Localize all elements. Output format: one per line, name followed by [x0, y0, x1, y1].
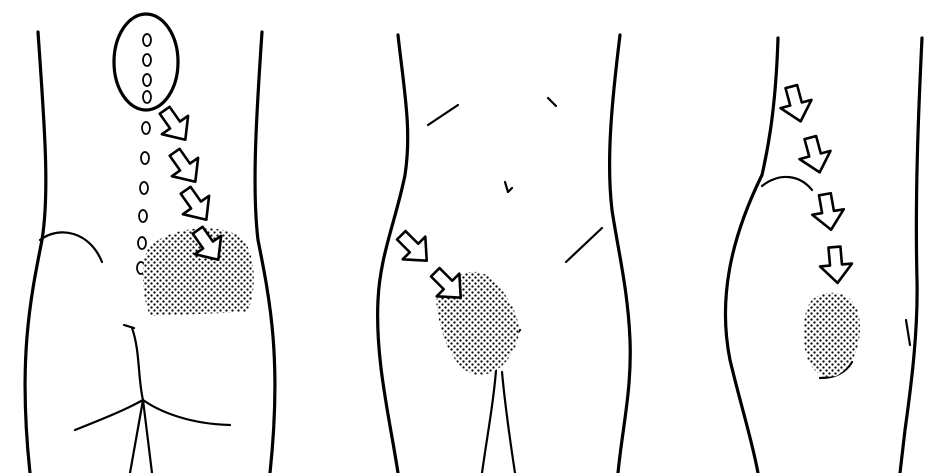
vertebra — [143, 74, 151, 86]
pain-radiation-arrow-icon — [390, 224, 438, 272]
side-thigh-mark — [906, 320, 910, 345]
front-radiation-arrows — [390, 224, 472, 309]
front-view-panel — [378, 35, 631, 473]
side-buttock-curve — [762, 177, 812, 190]
side-front-outline — [900, 38, 922, 473]
sacral-mark — [124, 325, 134, 328]
pain-radiation-arrow-icon — [776, 82, 816, 125]
front-right-body-outline — [610, 35, 631, 473]
front-inguinal-line-left — [428, 105, 458, 125]
buttocks-line — [75, 400, 230, 430]
pain-radiation-arrow-icon — [173, 181, 220, 229]
side-view-panel — [725, 38, 922, 473]
navel-mark — [505, 182, 512, 192]
pain-radiation-arrow-icon — [818, 246, 853, 285]
back-left-body-outline — [25, 32, 46, 473]
pain-radiation-arrow-icon — [809, 191, 847, 232]
vertebra — [143, 54, 151, 66]
vertebra — [138, 237, 146, 249]
front-inner-leg-right — [502, 372, 515, 473]
vertebra — [139, 210, 147, 222]
front-left-body-outline — [378, 35, 408, 473]
vertebra — [141, 152, 149, 164]
side-back-outline — [725, 38, 778, 473]
pain-radiation-arrow-icon — [162, 143, 209, 191]
back-right-body-outline — [255, 32, 275, 473]
front-inguinal-line-right — [548, 98, 556, 106]
back-waist-line — [40, 232, 102, 262]
gluteal-cleft-right — [143, 400, 152, 473]
vertebra — [140, 182, 148, 194]
back-view-panel — [25, 14, 275, 473]
vertebra — [143, 91, 151, 103]
vertebra — [143, 34, 151, 46]
pain-radiation-arrow-icon — [795, 133, 835, 176]
vertebrae-column — [137, 34, 151, 274]
pain-radiation-arrow-icon — [152, 101, 199, 149]
side-radiation-arrows — [776, 82, 854, 284]
front-inner-leg-left — [482, 370, 496, 473]
vertebra — [142, 122, 150, 134]
front-hip-line-right — [566, 228, 602, 262]
